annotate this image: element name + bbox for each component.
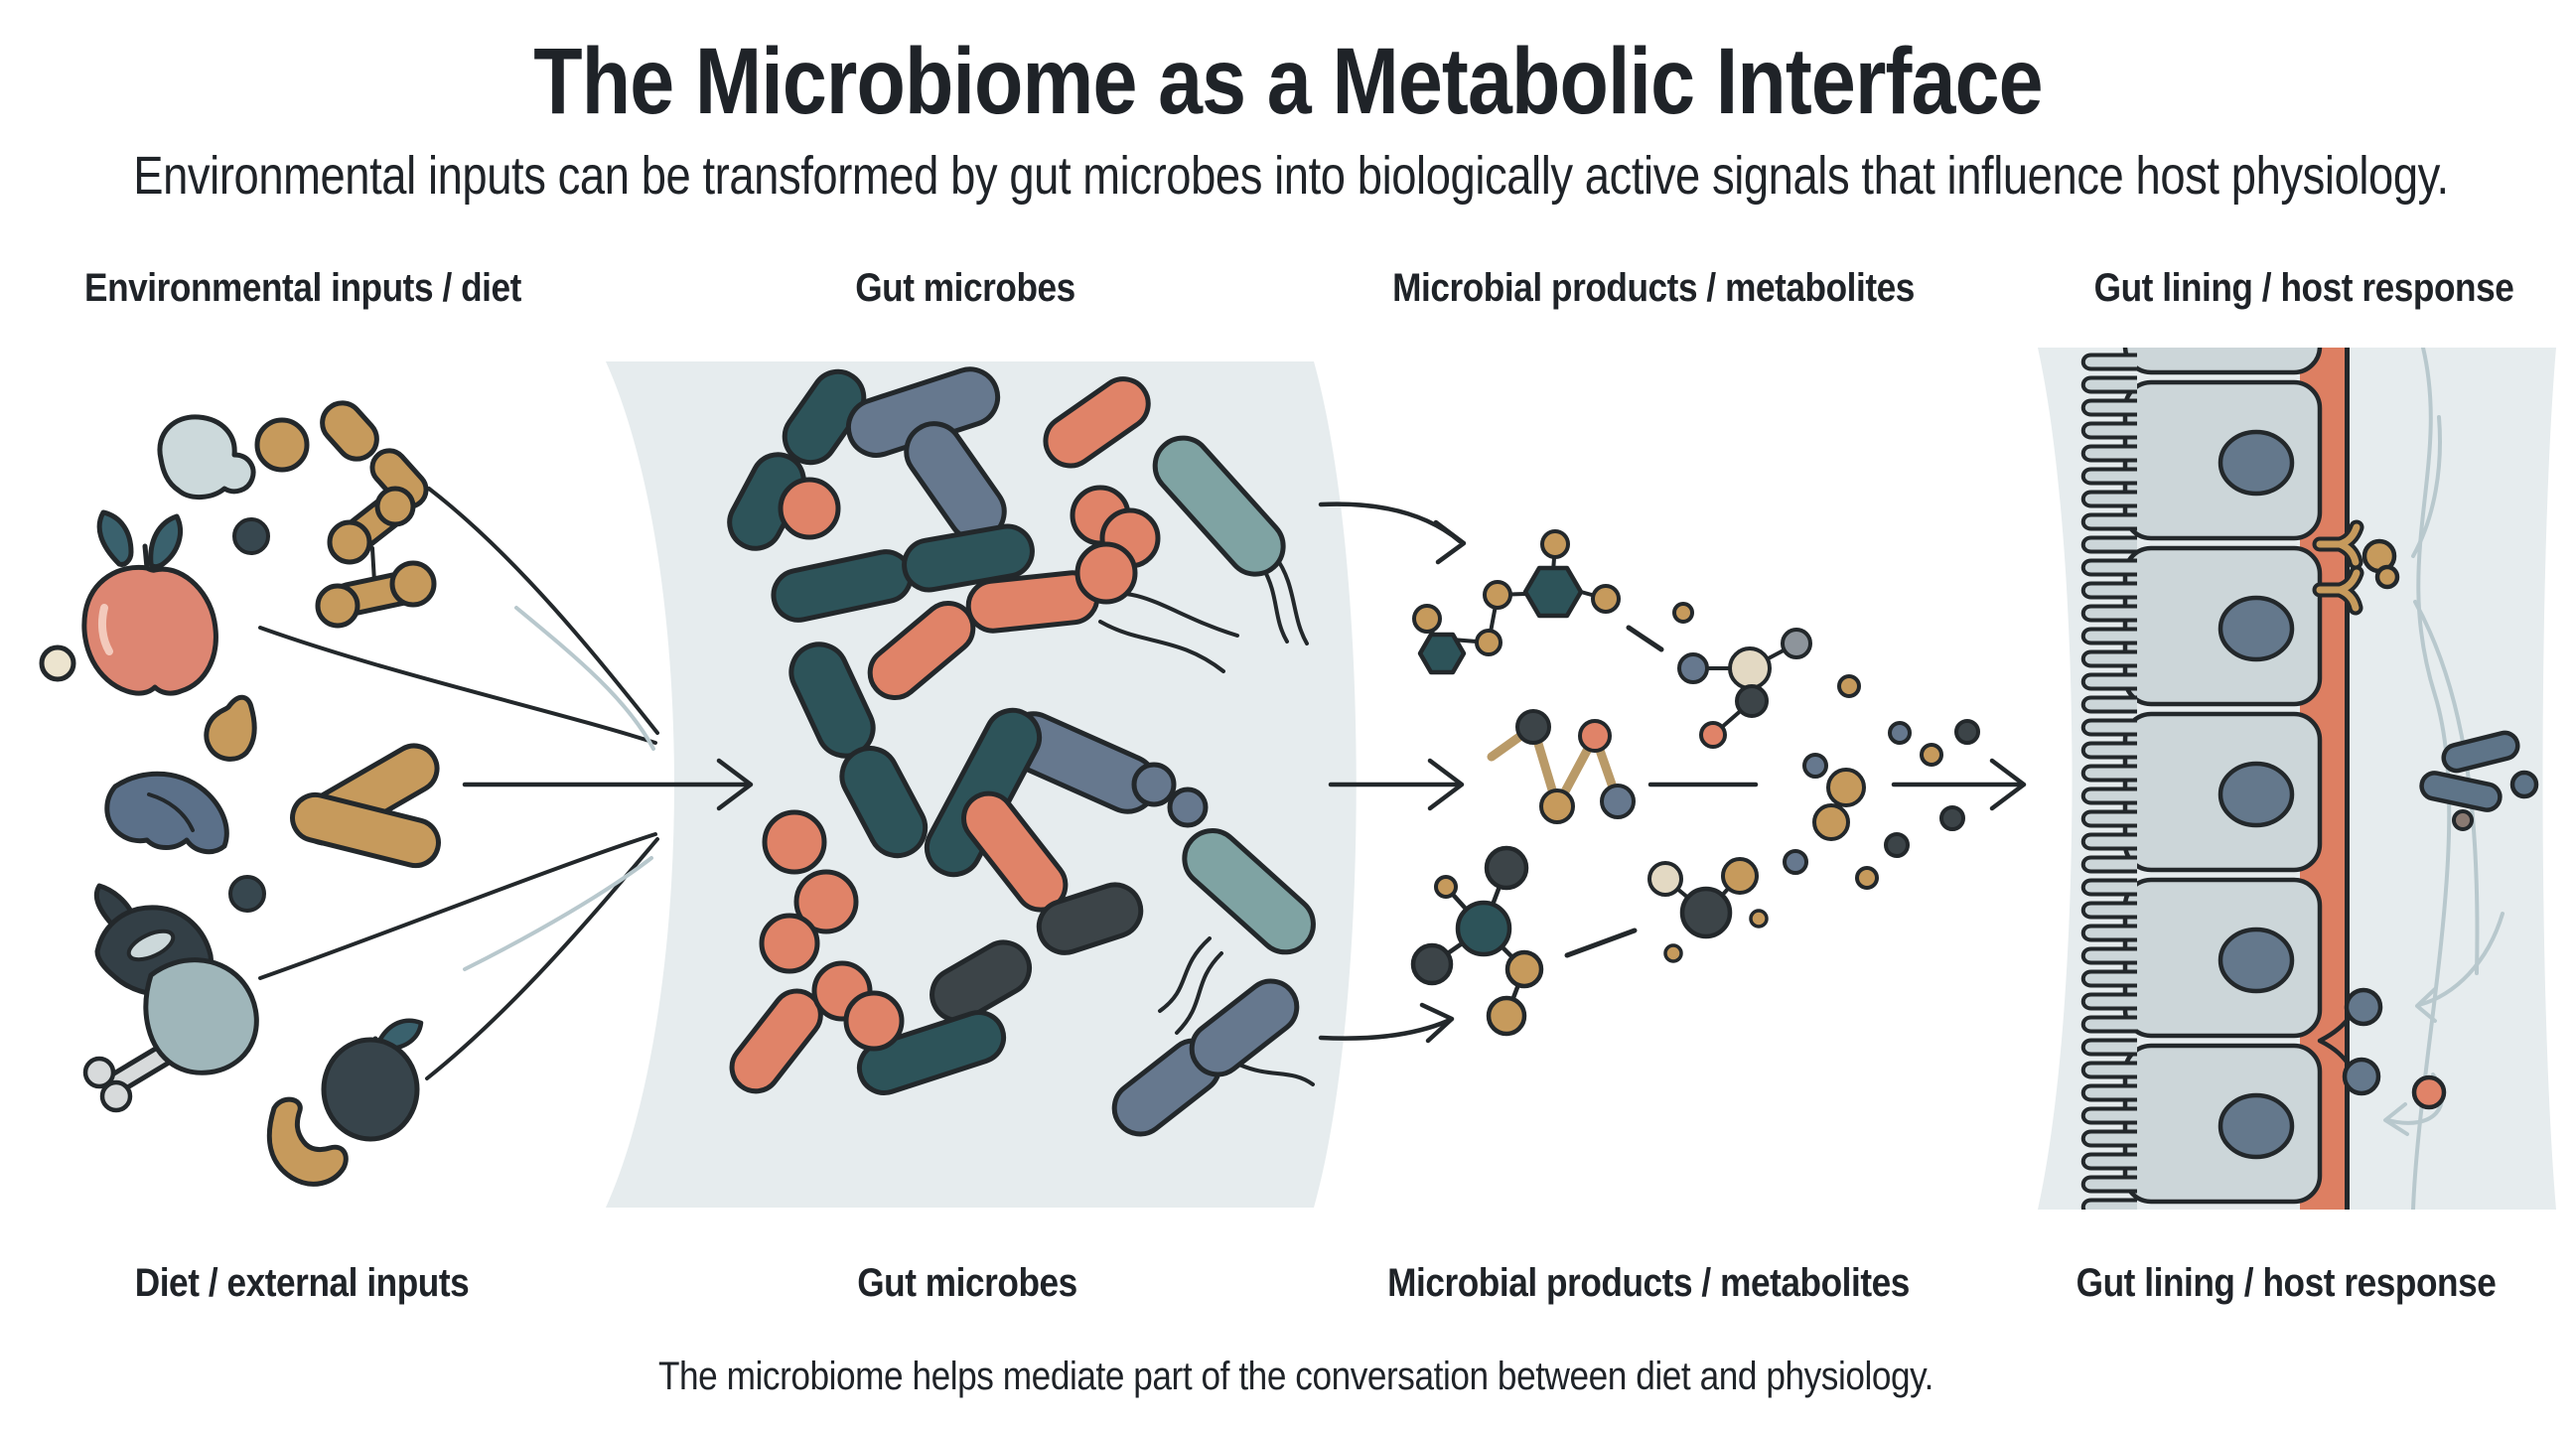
metabolite-molecule-icon [1410,845,1544,1037]
cell-nucleus [2218,927,2295,994]
microbe-rod-icon [930,939,1033,1023]
microbe-rod-icon [729,988,823,1094]
surface-receptor-icon [2312,519,2400,616]
diet-panel-illustration [39,400,659,1187]
cell-nucleus [2218,595,2295,662]
epithelial-cells [2122,348,2323,1205]
microbe-rod-icon [839,746,929,859]
column-footer-diet: Diet / external inputs [134,1261,470,1305]
bean-pod-icon [104,771,229,855]
immune-cell-icon [2419,730,2539,831]
microbe-rod-icon [856,1010,1007,1095]
peanut-icon [320,400,379,462]
microbe-rod-icon [1182,828,1316,955]
grain-circle-icon [254,417,310,473]
microbe-coccus-icon [762,809,827,875]
metabolite-molecule-icon [1412,529,1621,675]
dark-dot-icon [228,875,266,913]
metabolite-dot-icon [1812,803,1850,841]
cell-nucleus [2218,429,2295,497]
microbe-coccus-icon [843,990,905,1052]
microbe-coccus-icon [759,913,820,974]
metabolites-to-gut-lining-arrow [1891,758,2027,811]
diet-connector-lines [258,487,659,1080]
cell-nucleus [2218,1092,2295,1160]
droplet-icon [204,694,257,762]
metabolite-dot-icon [1939,805,1965,831]
secreted-vesicles-icon [2317,987,2447,1110]
microbe-rod-icon [1189,978,1300,1077]
metabolite-dot-icon [1954,719,1980,745]
column-header-metabolites: Microbial products / metabolites [1392,266,1915,310]
metabolite-dot-icon [1855,866,1879,890]
metabolite-molecule-icon [1647,857,1769,963]
microbe-coccus-icon [1131,762,1177,807]
microbe-coccus-icon [1074,541,1138,605]
column-header-microbes: Gut microbes [855,266,1075,310]
gut-lining-illustration [2066,348,2539,1210]
metabolite-dot-icon [1837,674,1861,698]
membrane-border-line [2345,348,2350,1210]
seed-circle-icon [39,644,76,682]
gut-microbes-cluster [727,366,1316,1137]
page-title: The Microbiome as a Metabolic Interface [533,29,2043,134]
column-footer-lining: Gut lining / host response [2075,1261,2497,1305]
plum-icon [321,1018,424,1142]
metabolite-dot-icon [1672,602,1694,624]
cloud-icon [157,414,256,500]
metabolite-dot-icon [1802,753,1828,779]
column-footer-metabolites: Microbial products / metabolites [1387,1261,1910,1305]
microbe-coccus-icon [778,477,841,540]
column-footer-microbes: Gut microbes [857,1261,1077,1305]
metabolite-molecule-icon [1677,628,1812,749]
diffusing-metabolite-dots [1672,602,1980,890]
microbes-to-metabolites-arrow [1328,758,1465,811]
metabolite-dot-icon [1884,832,1910,858]
column-header-diet: Environmental inputs / diet [84,266,521,310]
metabolite-dot-icon [1888,721,1912,745]
metabolites-illustration [1410,529,1980,1037]
metabolite-molecule-icon [1487,709,1636,824]
pasta-elbow-icon [266,1096,349,1187]
microbe-coccus-icon [793,869,859,934]
microbe-coccus-icon [1167,786,1209,828]
curved-transfer-arrows [1318,501,1467,1044]
diet-to-microbes-arrow [462,758,754,811]
microvilli-brush-border [2066,351,2137,1210]
microbe-rod-icon [902,523,1035,593]
microbe-rod-icon [782,368,867,466]
microbe-rod-icon [1043,376,1151,469]
crossed-sausages-icon [290,743,441,869]
microbe-rod-icon [1152,435,1286,577]
column-header-lining: Gut lining / host response [2093,266,2514,310]
epithelial-cell [2122,348,2323,375]
dark-dot-icon [232,517,270,555]
apple-icon [81,509,218,696]
bottom-caption: The microbiome helps mediate part of the… [657,1355,1934,1398]
cell-nucleus [2218,761,2295,828]
metabolite-dot-icon [1920,743,1943,767]
metabolite-dot-icon [1783,849,1808,875]
metabolite-dash-lines [1564,625,1664,958]
page-subtitle: Environmental inputs can be transformed … [133,146,2449,206]
microbe-rod-icon [1036,882,1144,955]
chicken-drumstick-icon [82,957,259,1113]
nutrient-dumbbells-icon [315,486,437,629]
metabolite-dot-icon [1826,768,1866,807]
